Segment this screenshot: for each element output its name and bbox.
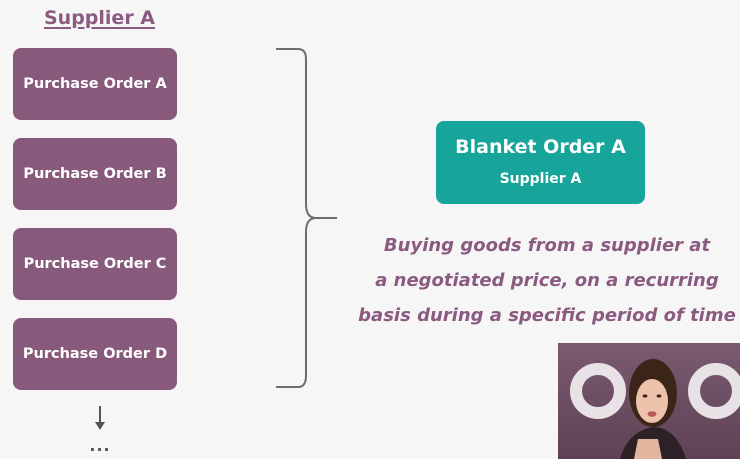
arrow-down-icon xyxy=(95,406,105,430)
definition-line-2: a negotiated price, on a recurring xyxy=(375,270,719,291)
supplier-heading: Supplier A xyxy=(44,7,156,29)
definition-line-3: basis during a specific period of time xyxy=(358,305,736,326)
purchase-order-list: Purchase Order A Purchase Order B Purcha… xyxy=(13,48,177,408)
curly-brace-icon xyxy=(276,48,337,388)
blanket-order-definition: Buying goods from a supplier at a negoti… xyxy=(352,228,740,333)
purchase-order-a: Purchase Order A xyxy=(13,48,177,120)
blanket-order-supplier: Supplier A xyxy=(499,171,582,187)
more-orders-ellipsis: ... xyxy=(89,436,111,455)
presenter-video xyxy=(558,343,740,459)
definition-line-1: Buying goods from a supplier at xyxy=(383,235,711,256)
purchase-order-b: Purchase Order B xyxy=(13,138,177,210)
blanket-order-title: Blanket Order A xyxy=(455,136,626,158)
presenter-image xyxy=(558,343,740,459)
blanket-order-box: Blanket Order A Supplier A xyxy=(436,121,645,204)
purchase-order-d: Purchase Order D xyxy=(13,318,177,390)
purchase-order-c: Purchase Order C xyxy=(13,228,177,300)
